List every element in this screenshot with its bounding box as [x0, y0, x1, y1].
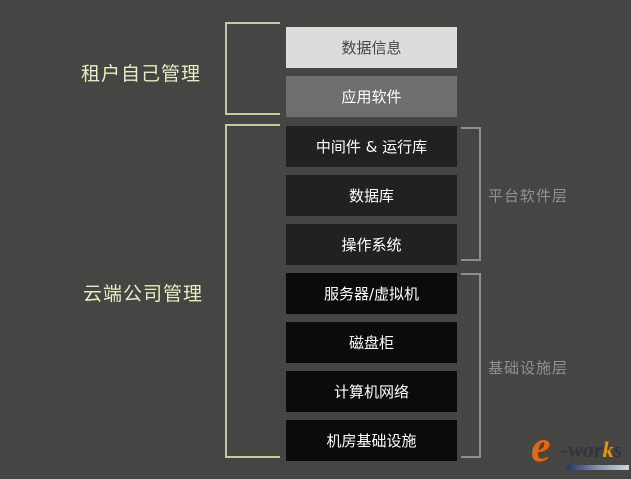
layer-box-disk-array: 磁盘柜 [286, 322, 457, 363]
left-label-cloud-managed: 云端公司管理 [83, 283, 204, 305]
layer-box-app-software: 应用软件 [286, 76, 457, 117]
right-label-infrastructure-layer: 基础设施层 [488, 359, 569, 377]
layer-box-database: 数据库 [286, 175, 457, 216]
bracket-platform-layer [461, 127, 481, 261]
eworks-logo-underline [567, 465, 629, 470]
eworks-logo-wordmark: -works [561, 437, 623, 462]
eworks-logo-e-glyph: e [531, 422, 551, 471]
layer-box-data-info: 数据信息 [286, 27, 457, 68]
eworks-logo: e -works [531, 425, 629, 475]
bracket-infrastructure-layer [461, 273, 481, 458]
right-label-platform-layer: 平台软件层 [488, 187, 569, 205]
layer-box-datacenter-infra: 机房基础设施 [286, 420, 457, 461]
layer-box-server-vm: 服务器/虚拟机 [286, 273, 457, 314]
left-label-tenant-managed: 租户自己管理 [81, 63, 202, 85]
layer-box-os: 操作系统 [286, 224, 457, 265]
bracket-tenant-group [225, 22, 280, 115]
layer-box-middleware: 中间件 & 运行库 [286, 126, 457, 167]
layer-box-network: 计算机网络 [286, 371, 457, 412]
bracket-cloud-group [225, 124, 280, 458]
